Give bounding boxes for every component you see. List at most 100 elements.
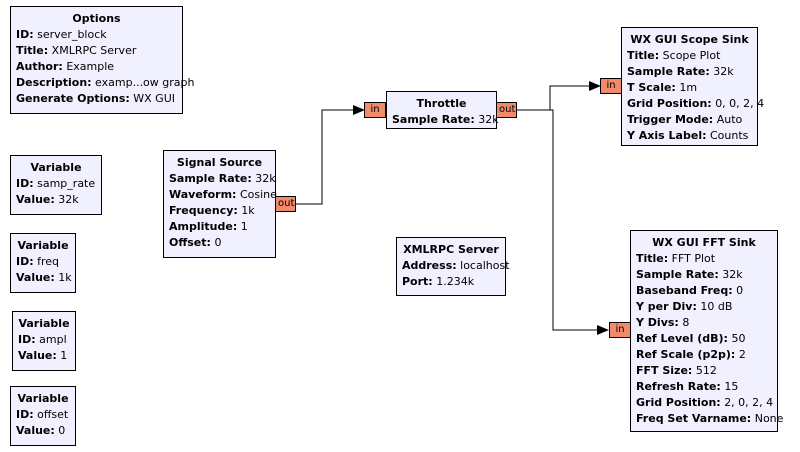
param-row: Trigger Mode: Auto bbox=[627, 112, 752, 128]
param-key: Value: bbox=[16, 271, 55, 284]
param-row: Offset: 0 bbox=[169, 235, 270, 251]
param-key: Refresh Rate: bbox=[636, 380, 721, 393]
param-key: Title: bbox=[636, 252, 669, 265]
param-row: Y per Div: 10 dB bbox=[636, 299, 772, 315]
param-key: Value: bbox=[16, 424, 55, 437]
param-key: Address: bbox=[402, 259, 457, 272]
param-key: Y per Div: bbox=[636, 300, 697, 313]
wire-source-to-throttle[interactable] bbox=[295, 105, 365, 205]
param-value: 2 bbox=[738, 348, 746, 361]
param-value: None bbox=[754, 412, 784, 425]
param-key: Freq Set Varname: bbox=[636, 412, 752, 425]
param-value: 8 bbox=[682, 316, 690, 329]
param-value: 1.234k bbox=[436, 275, 475, 288]
param-key: Generate Options: bbox=[16, 92, 130, 105]
param-row: Amplitude: 1 bbox=[169, 219, 270, 235]
param-value: ampl bbox=[39, 333, 67, 346]
param-row: ID: ampl bbox=[18, 332, 70, 348]
param-value: 32k bbox=[255, 172, 276, 185]
param-row: ID: offset bbox=[16, 407, 70, 423]
param-value: WX GUI bbox=[133, 92, 175, 105]
param-row: Baseband Freq: 0 bbox=[636, 283, 772, 299]
param-row: Title: FFT Plot bbox=[636, 251, 772, 267]
param-key: ID: bbox=[18, 333, 36, 346]
param-value: 32k bbox=[58, 193, 79, 206]
block-title: Signal Source bbox=[176, 156, 263, 169]
block-title: Variable bbox=[17, 239, 69, 252]
param-row: T Scale: 1m bbox=[627, 80, 752, 96]
block-title: XMLRPC Server bbox=[403, 243, 499, 256]
param-row: Y Axis Label: Counts bbox=[627, 128, 752, 144]
param-key: T Scale: bbox=[627, 81, 676, 94]
param-value: samp_rate bbox=[37, 177, 96, 190]
param-value: examp...ow graph bbox=[95, 76, 195, 89]
param-key: Frequency: bbox=[169, 204, 238, 217]
signal-source-out-port[interactable]: out bbox=[275, 196, 296, 212]
param-key: Trigger Mode: bbox=[627, 113, 714, 126]
block-title: Variable bbox=[18, 317, 70, 330]
param-value: Counts bbox=[710, 129, 749, 142]
param-row: Value: 0 bbox=[16, 423, 70, 439]
param-value: FFT Plot bbox=[671, 252, 716, 265]
block-title: Throttle bbox=[416, 97, 467, 110]
param-row: Y Divs: 8 bbox=[636, 315, 772, 331]
param-key: Baseband Freq: bbox=[636, 284, 733, 297]
param-row: Value: 32k bbox=[16, 192, 96, 208]
fft-sink-in-port[interactable]: in bbox=[609, 322, 631, 338]
param-row: Sample Rate: 32k bbox=[627, 64, 752, 80]
param-key: Sample Rate: bbox=[636, 268, 719, 281]
param-key: Grid Position: bbox=[627, 97, 712, 110]
throttle-out-port[interactable]: out bbox=[496, 102, 517, 118]
param-key: FFT Size: bbox=[636, 364, 693, 377]
param-value: localhost bbox=[460, 259, 510, 272]
block-title: WX GUI Scope Sink bbox=[630, 33, 749, 46]
param-row: Freq Set Varname: None bbox=[636, 411, 783, 427]
param-value: server_block bbox=[37, 28, 107, 41]
param-value: 32k bbox=[722, 268, 743, 281]
param-row: Title: Scope Plot bbox=[627, 48, 752, 64]
param-value: 2, 0, 2, 4 bbox=[724, 396, 774, 409]
block-title: Variable bbox=[30, 161, 82, 174]
param-value: Scope Plot bbox=[662, 49, 721, 62]
param-value: 32k bbox=[713, 65, 734, 78]
param-row: Sample Rate: 32k bbox=[636, 267, 772, 283]
param-value: 10 dB bbox=[700, 300, 733, 313]
param-value: 0 bbox=[736, 284, 744, 297]
param-value: 0 bbox=[214, 236, 222, 249]
wire-throttle-to-fft[interactable] bbox=[516, 109, 609, 335]
param-key: ID: bbox=[16, 408, 34, 421]
param-row: ID: freq bbox=[16, 254, 70, 270]
param-key: Amplitude: bbox=[169, 220, 238, 233]
param-key: Value: bbox=[18, 349, 57, 362]
throttle-block[interactable]: Throttle Sample Rate: 32k bbox=[386, 91, 499, 129]
param-key: Title: bbox=[627, 49, 660, 62]
throttle-in-port[interactable]: in bbox=[364, 102, 386, 118]
param-row: Value: 1 bbox=[18, 348, 70, 364]
param-value: 15 bbox=[724, 380, 739, 393]
param-key: Grid Position: bbox=[636, 396, 721, 409]
wire-throttle-to-scope[interactable] bbox=[516, 81, 601, 111]
param-value: 1k bbox=[58, 271, 72, 284]
scope-sink-in-port[interactable]: in bbox=[600, 78, 622, 94]
param-row: Refresh Rate: 15 bbox=[636, 379, 772, 395]
param-key: ID: bbox=[16, 28, 34, 41]
param-value: 0, 0, 2, 4 bbox=[715, 97, 765, 110]
param-key: Ref Scale (p2p): bbox=[636, 348, 736, 361]
param-value: Example bbox=[66, 60, 115, 73]
block-title: Options bbox=[72, 12, 121, 25]
param-value: offset bbox=[37, 408, 69, 421]
param-value: Auto bbox=[716, 113, 743, 126]
param-row: FFT Size: 512 bbox=[636, 363, 772, 379]
param-key: Waveform: bbox=[169, 188, 237, 201]
param-key: Sample Rate: bbox=[627, 65, 710, 78]
